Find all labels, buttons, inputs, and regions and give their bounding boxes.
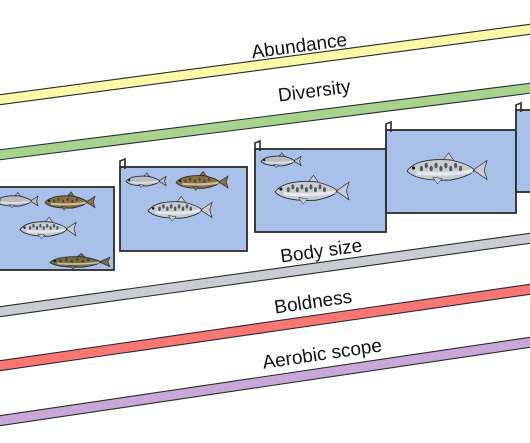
- band-abundance: Abundance: [0, 23, 530, 106]
- band-body-size-strip: [0, 232, 530, 318]
- aquarium-tank-4: [385, 120, 517, 214]
- band-aerobic-scope-strip: [0, 336, 530, 427]
- aquarium-tank-1: [0, 186, 115, 271]
- band-diversity-strip: [0, 82, 530, 161]
- aquarium-lip: [119, 157, 126, 169]
- sculpin-fish-icon: [44, 191, 96, 211]
- minnow-fish-icon: [125, 172, 167, 189]
- aquarium-tank-3: [254, 139, 387, 233]
- band-diversity-label: Diversity: [277, 76, 352, 106]
- band-abundance-strip: [0, 23, 530, 106]
- aquarium-tank-5: [515, 101, 530, 193]
- trout-fish-icon: [147, 195, 213, 222]
- trout-fish-icon: [274, 174, 350, 205]
- aquarium-water: [515, 109, 530, 193]
- minnow-fish-icon: [0, 191, 39, 209]
- trout-fish-icon: [406, 152, 488, 185]
- band-boldness-strip: [0, 283, 530, 372]
- aquarium-lip: [254, 139, 261, 151]
- aquarium-tank-2: [119, 157, 248, 252]
- minnow-fish-icon: [260, 152, 302, 169]
- aquarium-lip: [515, 101, 522, 112]
- aquarium-lip: [385, 120, 392, 132]
- loach-fish-icon: [49, 252, 111, 270]
- sculpin-fish-icon: [175, 170, 229, 192]
- trout-fish-icon: [19, 216, 77, 240]
